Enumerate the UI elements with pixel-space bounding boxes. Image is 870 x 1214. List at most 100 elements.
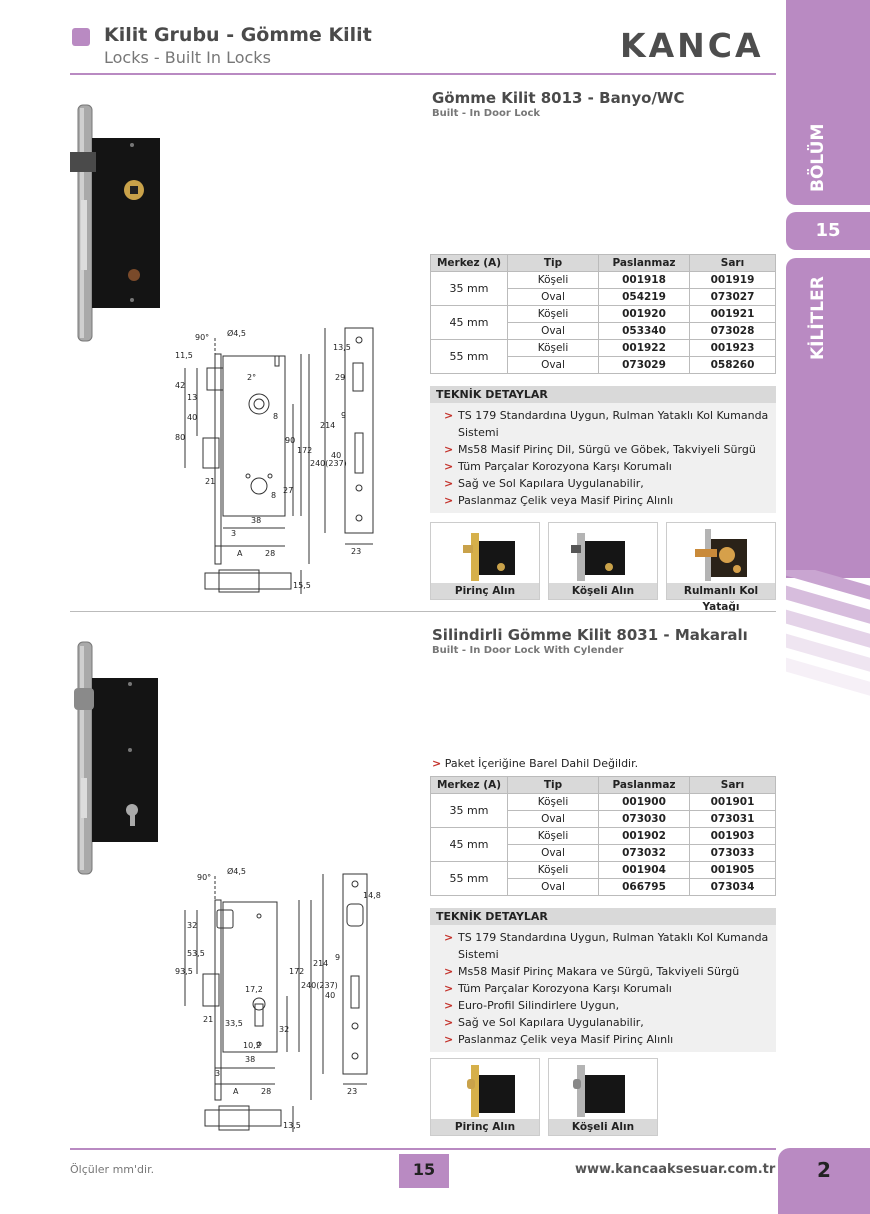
header-divider (70, 73, 776, 75)
footer-divider (70, 1148, 776, 1150)
dim-53-5: 53,5 (187, 949, 205, 958)
dim-42: 42 (175, 381, 185, 390)
dim-11-5: 11,5 (175, 351, 193, 360)
lock-photo-8013 (70, 104, 160, 342)
list-item: >Tüm Parçalar Korozyona Karşı Korumalı (444, 982, 672, 995)
th-paslanmaz: Paslanmaz (598, 776, 690, 794)
table-row: Oval 053340 073028 (431, 322, 776, 340)
footer-note: Ölçüler mm'dir. (70, 1163, 155, 1176)
list-item: >Tüm Parçalar Korozyona Karşı Korumalı (444, 460, 672, 473)
tech-details-title: TEKNİK DETAYLAR (430, 386, 776, 403)
side-stripes (786, 570, 870, 710)
dim-172: 172 (297, 446, 312, 455)
footer-section-number: 15 (399, 1154, 449, 1188)
table-row: Oval 073032 073033 (431, 844, 776, 862)
table-row: 35 mm Köşeli 001900 001901 (430, 793, 776, 828)
photo-pirinc-alin-2: Pirinç Alın (430, 1058, 540, 1136)
dim-38: 38 (251, 516, 261, 525)
dim-10-2: 10,2 (243, 1041, 261, 1050)
dim-93-5: 93,5 (175, 967, 193, 976)
th-tip: Tip (507, 776, 599, 794)
list-item: >Paslanmaz Çelik veya Masif Pirinç Alınl… (444, 494, 674, 507)
table-row: 55 mm Köşeli 001904 001905 (430, 861, 776, 896)
side-tab-top: BÖLÜM (786, 0, 870, 205)
page-subtitle: Locks - Built In Locks (104, 48, 271, 67)
photo-koseli-alin: Köşeli Alın (548, 522, 658, 600)
list-item: >TS 179 Standardına Uygun, Rulman Yatakl… (444, 409, 769, 439)
table-row: 45 mm Köşeli 001920 001921 (430, 305, 776, 340)
tech-details-8013: TEKNİK DETAYLAR >TS 179 Standardına Uygu… (430, 386, 776, 513)
table-row: 35 mm Köşeli 001918 001919 (430, 271, 776, 306)
lock-photo-8031 (74, 641, 158, 875)
side-label-bolum: BÖLÜM (808, 123, 828, 192)
dim-240-237: 240(237) (310, 459, 347, 468)
dim-80: 80 (175, 433, 185, 442)
tech-details-8031: TEKNİK DETAYLAR >TS 179 Standardına Uygu… (430, 908, 776, 1052)
section2-subtitle: Built - In Door Lock With Cylender (432, 645, 624, 656)
package-note: > Paket İçeriğine Barel Dahil Değildir. (432, 757, 639, 770)
dim-27: 27 (283, 486, 293, 495)
technical-drawing-8013: 90° Ø4,5 11,5 2° 8 13,5 29 9 42 13 40 80… (175, 327, 374, 594)
side-tab-middle: KİLİTLER (786, 258, 870, 578)
th-paslanmaz: Paslanmaz (598, 254, 690, 272)
photo-koseli-alin-image (571, 533, 625, 581)
list-item: >Euro-Profil Silindirlere Uygun, (444, 999, 620, 1012)
dim-214: 214 (320, 421, 335, 430)
list-item: >Ms58 Masif Pirinç Makara ve Sürgü, Takv… (444, 965, 740, 978)
dim-o45: Ø4,5 (227, 328, 246, 338)
dim-172-2: 172 (289, 967, 304, 976)
dim-214-2: 214 (313, 959, 328, 968)
dim-a-2: A (233, 1087, 239, 1096)
photo-pirinc-alin-image (463, 533, 515, 581)
product-table-8013: Merkez (A) Tip Paslanmaz Sarı 35 mm Köşe… (430, 254, 776, 374)
dim-13: 13 (187, 393, 197, 402)
header-square (72, 28, 90, 46)
page-number: 2 (778, 1148, 870, 1214)
footer-website-link[interactable]: www.kancaaksesuar.com.tr (575, 1162, 776, 1177)
th-sari: Sarı (689, 254, 776, 272)
dim-14-8: 14,8 (363, 891, 381, 900)
dim-o45-2: Ø4,5 (227, 866, 246, 876)
dim-23-2: 23 (347, 1087, 357, 1096)
dim-3: 3 (231, 529, 236, 538)
dim-90deg: 90° (195, 333, 209, 342)
dim-21-2: 21 (203, 1015, 213, 1024)
list-item: >Paslanmaz Çelik veya Masif Pirinç Alınl… (444, 1033, 674, 1046)
th-sari: Sarı (689, 776, 776, 794)
technical-drawing-8031: 90° Ø4,5 14,8 9 32 53,5 93,5 21 33,5 17,… (175, 866, 381, 1132)
dim-90deg-2: 90° (197, 873, 211, 882)
th-tip: Tip (507, 254, 599, 272)
dim-32a: 32 (187, 921, 197, 930)
dim-90: 90 (285, 436, 295, 445)
dim-2deg: 2° (247, 373, 256, 382)
brand-logo: KANCA (620, 26, 764, 65)
dim-240-237-2: 240(237) (301, 981, 338, 990)
photo-rulmanli-kol-yatagi-image (695, 529, 747, 581)
list-item: >Sağ ve Sol Kapılara Uygulanabilir, (444, 477, 644, 490)
section2-title: Silindirli Gömme Kilit 8031 - Makaralı (432, 626, 748, 644)
photo-koseli-alin-2-image (573, 1065, 625, 1117)
dim-a: A (237, 549, 243, 558)
page-title: Kilit Grubu - Gömme Kilit (104, 24, 372, 46)
dim-23: 23 (351, 547, 361, 556)
dim-13-5: 13,5 (333, 343, 351, 352)
th-merkez: Merkez (A) (430, 776, 508, 794)
dim-13-5-2: 13,5 (283, 1121, 301, 1130)
table-row: 45 mm Köşeli 001902 001903 (430, 827, 776, 862)
dim-32b: 32 (279, 1025, 289, 1034)
list-item: >Ms58 Masif Pirinç Dil, Sürgü ve Göbek, … (444, 443, 756, 456)
dim-28: 28 (265, 549, 275, 558)
photo-rulmanli-kol-yatagi: Rulmanlı Kol Yatağı (666, 522, 776, 613)
dim-9-2: 9 (335, 953, 340, 962)
section1-subtitle: Built - In Door Lock (432, 108, 541, 119)
dim-8a: 8 (273, 412, 278, 421)
photo-pirinc-alin-2-image (467, 1065, 515, 1117)
list-item: >TS 179 Standardına Uygun, Rulman Yatakl… (444, 931, 769, 961)
table-row: 55 mm Köşeli 001922 001923 (430, 339, 776, 374)
dim-40-2: 40 (325, 991, 335, 1000)
side-label-kilitler: KİLİTLER (808, 276, 828, 360)
section-divider (70, 611, 776, 612)
list-item: >Sağ ve Sol Kapılara Uygulanabilir, (444, 1016, 644, 1029)
dim-28-2: 28 (261, 1087, 271, 1096)
section1-title: Gömme Kilit 8013 - Banyo/WC (432, 89, 685, 107)
